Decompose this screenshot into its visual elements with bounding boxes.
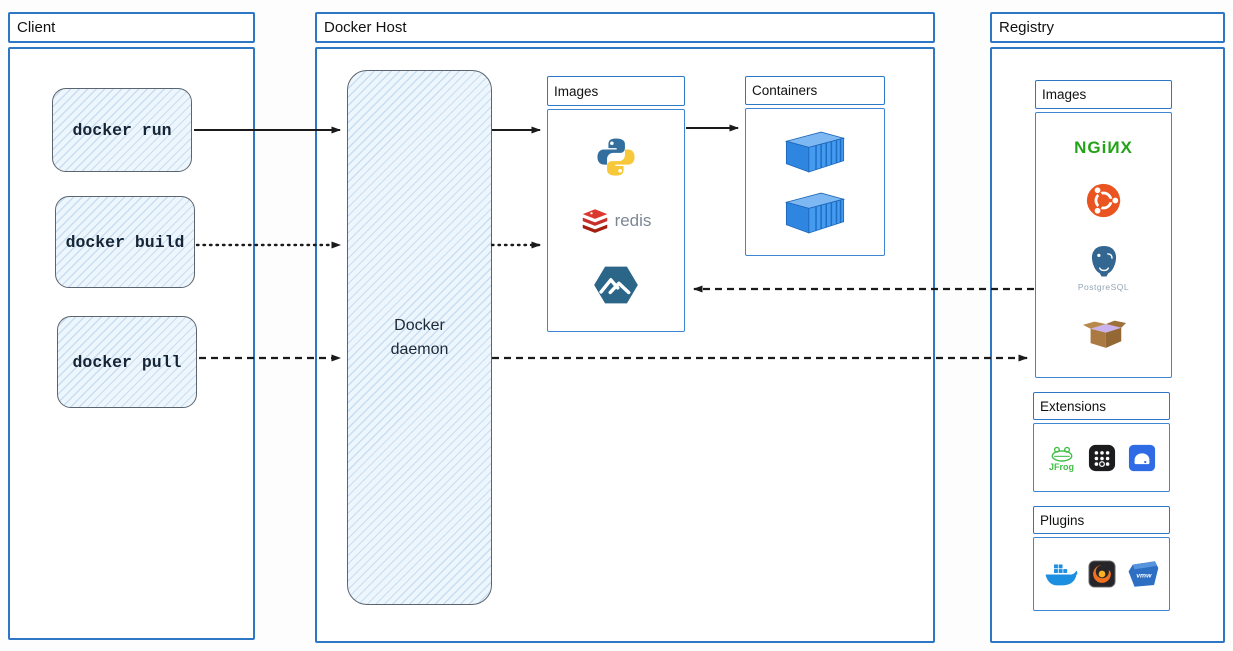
docker-daemon-box: Docker daemon (347, 70, 492, 605)
command-box-docker-run: docker run (52, 88, 192, 172)
command-box-docker-build: docker build (55, 196, 195, 288)
host-images-title-box: Images (547, 76, 685, 106)
ubuntu-icon (1086, 183, 1121, 217)
container-3d-icon (784, 192, 846, 234)
registry-images-title-box: Images (1035, 80, 1172, 109)
docker-host-title-box: Docker Host (315, 12, 935, 43)
containers-title: Containers (752, 83, 818, 98)
docker-build-label: docker build (65, 232, 185, 252)
containers-title-box: Containers (745, 76, 885, 105)
redis-row: redis (581, 208, 652, 235)
containers-box (745, 108, 885, 256)
python-icon (597, 138, 635, 176)
busybox-box-icon (1082, 320, 1126, 349)
registry-title: Registry (999, 19, 1055, 36)
disk-drive-extension-icon (1128, 444, 1155, 471)
registry-images-title: Images (1042, 87, 1087, 102)
docker-pull-label: docker pull (72, 352, 182, 372)
postgresql-icon (1090, 244, 1117, 278)
jfrog-label: JFrog (1048, 461, 1074, 472)
vmware-icon: vmw (1128, 561, 1158, 587)
docker-daemon-label: Docker daemon (390, 317, 449, 358)
registry-extensions-box: JFrog (1033, 423, 1170, 492)
registry-extensions-title: Extensions (1040, 398, 1107, 414)
client-title: Client (17, 19, 56, 36)
redis-icon (582, 209, 607, 233)
vmware-label: vmw (1136, 572, 1152, 579)
registry-plugins-box: vmw (1033, 537, 1170, 611)
client-title-box: Client (8, 12, 255, 43)
jfrog-icon (1051, 446, 1072, 462)
registry-plugins-title: Plugins (1040, 512, 1085, 528)
command-box-docker-pull: docker pull (57, 316, 197, 408)
jfrog-block: JFrog (1048, 444, 1076, 472)
registry-extensions-title-box: Extensions (1033, 392, 1170, 420)
host-images-box: redis (547, 109, 685, 332)
registry-title-box: Registry (990, 12, 1225, 43)
nginx-wordmark: NGiИX (1074, 137, 1133, 157)
docker-run-label: docker run (72, 120, 172, 140)
host-images-title: Images (554, 83, 599, 99)
docker-whale-icon (1045, 563, 1077, 585)
grafana-icon (1087, 560, 1116, 588)
postgresql-label: PostgreSQL (1077, 282, 1130, 293)
container-3d-icon (784, 131, 846, 173)
docker-host-title: Docker Host (324, 19, 407, 36)
alpine-mountain-hexagon-icon (594, 266, 638, 304)
grid-extension-icon (1088, 444, 1115, 471)
registry-plugins-title-box: Plugins (1033, 506, 1170, 534)
postgresql-block: PostgreSQL (1078, 243, 1129, 292)
registry-images-box: NGiИX PostgreSQL (1035, 112, 1172, 378)
redis-label: redis (614, 211, 652, 231)
